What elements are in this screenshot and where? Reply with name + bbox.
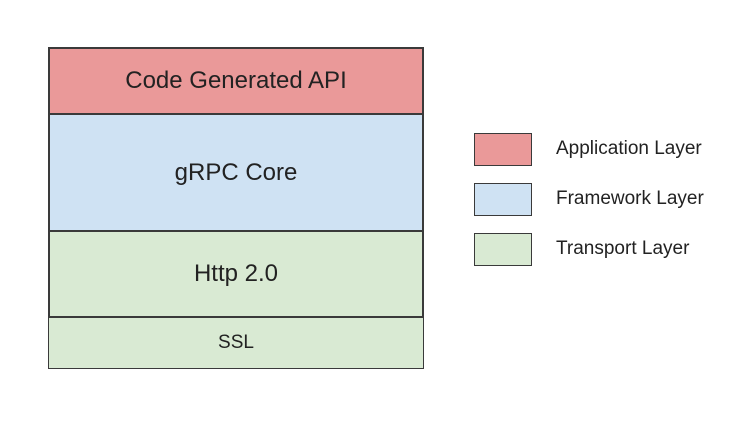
layer-label: Http 2.0 bbox=[193, 260, 279, 287]
legend-item-transport: Transport Layer bbox=[474, 233, 734, 266]
http2-layer: Http 2.0 bbox=[48, 230, 424, 318]
layer-label: SSL bbox=[218, 332, 254, 353]
layer-stack: Code Generated API gRPC Core Http 2.0 SS… bbox=[48, 47, 424, 369]
legend-label: Transport Layer bbox=[556, 238, 690, 259]
legend-item-application: Application Layer bbox=[474, 133, 734, 166]
legend-label: Framework Layer bbox=[556, 188, 704, 209]
layer-label: Code Generated API bbox=[125, 67, 347, 94]
legend: Application Layer Framework Layer Transp… bbox=[474, 133, 734, 283]
legend-swatch bbox=[474, 233, 532, 266]
layer-label: gRPC Core bbox=[174, 158, 298, 186]
legend-swatch bbox=[474, 183, 532, 216]
code-generated-api-layer: Code Generated API bbox=[48, 47, 424, 115]
legend-swatch bbox=[474, 133, 532, 166]
legend-item-framework: Framework Layer bbox=[474, 183, 734, 216]
ssl-layer: SSL bbox=[48, 317, 424, 369]
grpc-core-layer: gRPC Core bbox=[48, 113, 424, 232]
legend-label: Application Layer bbox=[556, 138, 702, 159]
